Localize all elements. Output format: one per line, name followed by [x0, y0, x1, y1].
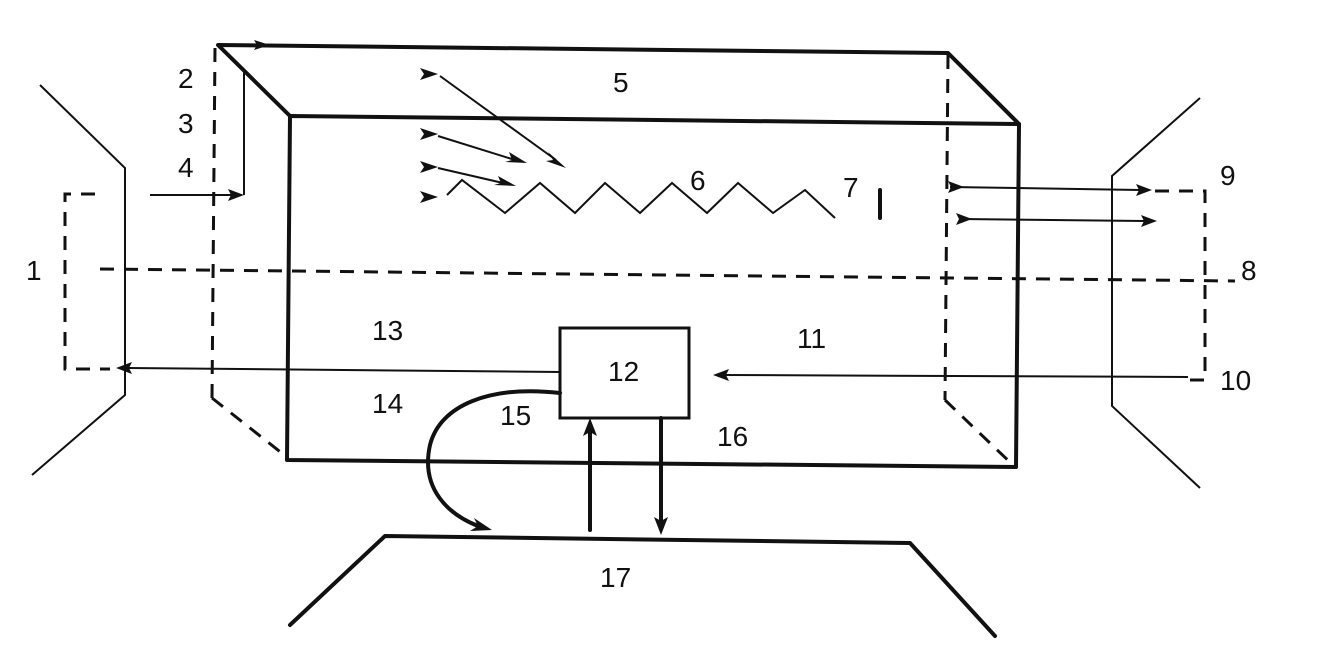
outflow-arrow-2-head: [1141, 215, 1157, 227]
diag-arrow-1: [439, 75, 557, 161]
left-bracket: [31, 84, 126, 476]
outflow-arrow-2: [959, 218, 1146, 222]
diag-arrow-2: [437, 135, 516, 161]
label-15: 15: [500, 400, 531, 431]
label-6: 6: [690, 165, 706, 196]
label-16: 16: [717, 421, 748, 452]
label-3: 3: [178, 108, 194, 139]
small-arrow-tail-1: [420, 68, 438, 80]
label-17: 17: [600, 562, 631, 593]
label-4: 4: [178, 152, 194, 183]
outflow-arrow-1-tail: [948, 181, 964, 193]
left-dashed-bracket: [63, 192, 110, 371]
label-14: 14: [372, 388, 403, 419]
central-dashed-axis: [99, 267, 1236, 283]
box-top-face: [216, 43, 1021, 126]
arrow-12-to-1: [127, 367, 561, 373]
label-12: 12: [608, 356, 639, 387]
diag-arrow-2-head: [505, 152, 527, 163]
label-5: 5: [613, 67, 629, 98]
label-13: 13: [372, 315, 403, 346]
control-box-12: [558, 326, 691, 420]
top-edge-arrowhead: [254, 40, 270, 50]
small-arrow-tail-3: [420, 161, 438, 173]
right-dashed-bracket: [1155, 189, 1207, 382]
outflow-arrow-1: [949, 186, 1141, 191]
arrow-12-to-1-head: [116, 362, 132, 374]
diag-arrow-3-head: [494, 176, 516, 186]
label-11: 11: [797, 323, 826, 354]
box-back-bottom-right: [943, 398, 1017, 469]
diag-arrow-3: [437, 167, 504, 184]
outflow-arrow-2-tail: [956, 213, 972, 225]
curved-arrow-15: [426, 389, 562, 528]
label-10: 10: [1220, 365, 1251, 396]
arrow-up-to-12-head: [583, 418, 597, 436]
arrow-inflow-head: [228, 189, 244, 201]
label-8: 8: [1241, 255, 1257, 286]
arrow-10-to-12: [724, 374, 1189, 378]
label-9: 9: [1220, 160, 1236, 191]
label-2: 2: [178, 63, 194, 94]
right-bracket: [1111, 97, 1201, 489]
outflow-arrow-1-head: [1136, 184, 1152, 196]
box-front-face: [285, 114, 1021, 469]
zigzag-element: [446, 178, 836, 219]
diag-arrow-1-head: [546, 152, 566, 168]
arrow-10-to-12-head: [713, 369, 729, 381]
small-arrow-tail-4: [420, 191, 438, 203]
bottom-trapezoid: [288, 534, 997, 638]
box-back-bottom-left: [211, 396, 289, 460]
box-back-left-edge: [210, 47, 217, 399]
label-1: 1: [26, 255, 42, 286]
arrow-down-from-12-head: [654, 517, 668, 535]
small-arrow-tail-2: [420, 128, 438, 140]
box-back-right-edge: [943, 54, 950, 401]
label-7: 7: [843, 172, 859, 203]
curved-arrow-15-head: [470, 518, 492, 531]
